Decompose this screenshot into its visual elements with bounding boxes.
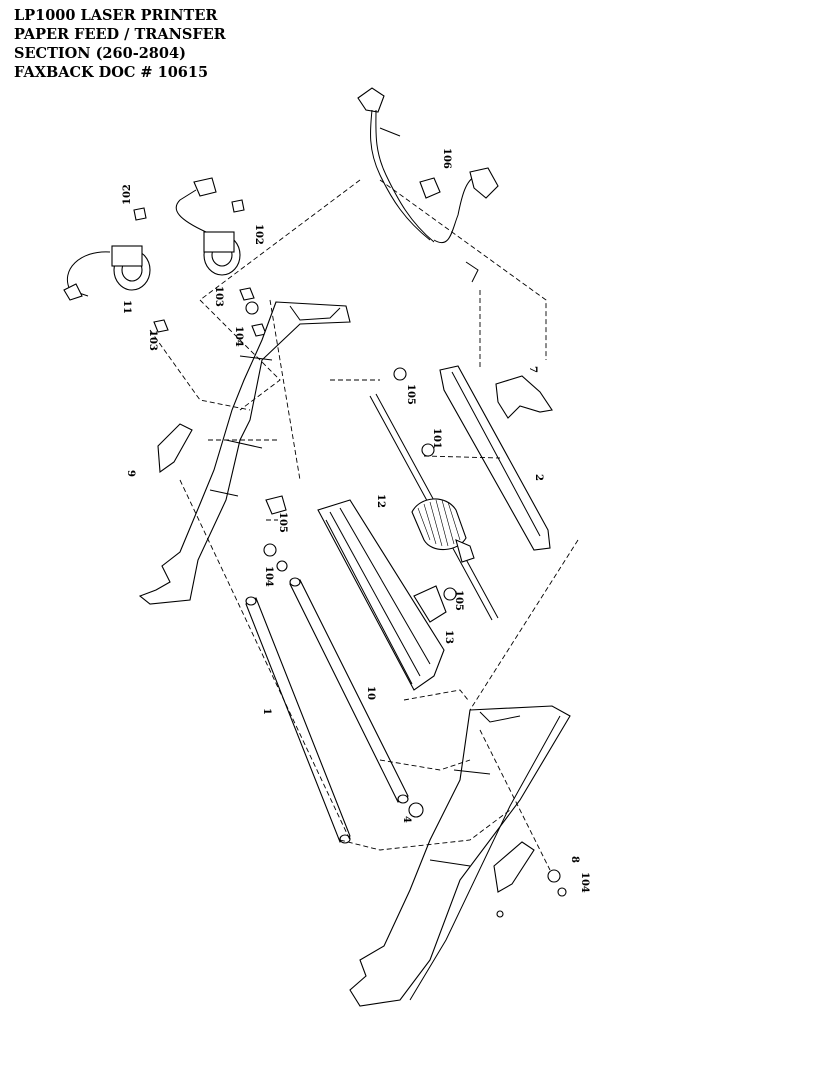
left-frame: [138, 301, 351, 605]
callout-104a: 104: [233, 326, 244, 347]
callout-labels: 102 102 11 103 103 104 106 105 101 7 2 1…: [121, 148, 590, 893]
header-title: LP1000 LASER PRINTER: [14, 7, 218, 24]
callout-13: 13: [443, 630, 454, 644]
callout-4: 4: [401, 816, 412, 823]
callout-105a: 105: [405, 384, 416, 405]
callout-103b: 103: [213, 286, 224, 307]
header-section: SECTION (260-2804): [14, 45, 186, 62]
callout-106: 106: [441, 148, 452, 169]
right-bracket: [393, 365, 553, 551]
callout-105b: 105: [277, 512, 288, 533]
callout-103a: 103: [147, 330, 158, 351]
callout-2: 2: [533, 474, 544, 481]
callout-12: 12: [375, 494, 386, 508]
callout-102a: 102: [122, 184, 133, 205]
header-doc-number: FAXBACK DOC # 10615: [14, 64, 209, 81]
callout-11: 11: [121, 300, 132, 314]
callout-104c: 104: [579, 872, 590, 893]
callout-7: 7: [527, 366, 538, 373]
callout-105c: 105: [453, 590, 464, 611]
left-solenoids: [63, 177, 267, 337]
callout-101: 101: [431, 428, 442, 449]
bottom-frame: [349, 705, 571, 1007]
callout-9: 9: [125, 470, 136, 477]
paper-feed-roller: [369, 393, 499, 621]
callout-102b: 102: [253, 224, 264, 245]
top-harness: [357, 87, 499, 283]
rollers: [245, 543, 424, 844]
callout-104b: 104: [263, 566, 274, 587]
header-subtitle: PAPER FEED / TRANSFER: [14, 26, 226, 43]
assembly-lines: [149, 179, 579, 871]
callout-1: 1: [261, 708, 272, 715]
transfer-guide: [265, 495, 457, 691]
document-header: LP1000 LASER PRINTER PAPER FEED / TRANSF…: [14, 6, 226, 82]
callout-8: 8: [569, 856, 580, 863]
callout-10: 10: [365, 686, 376, 700]
